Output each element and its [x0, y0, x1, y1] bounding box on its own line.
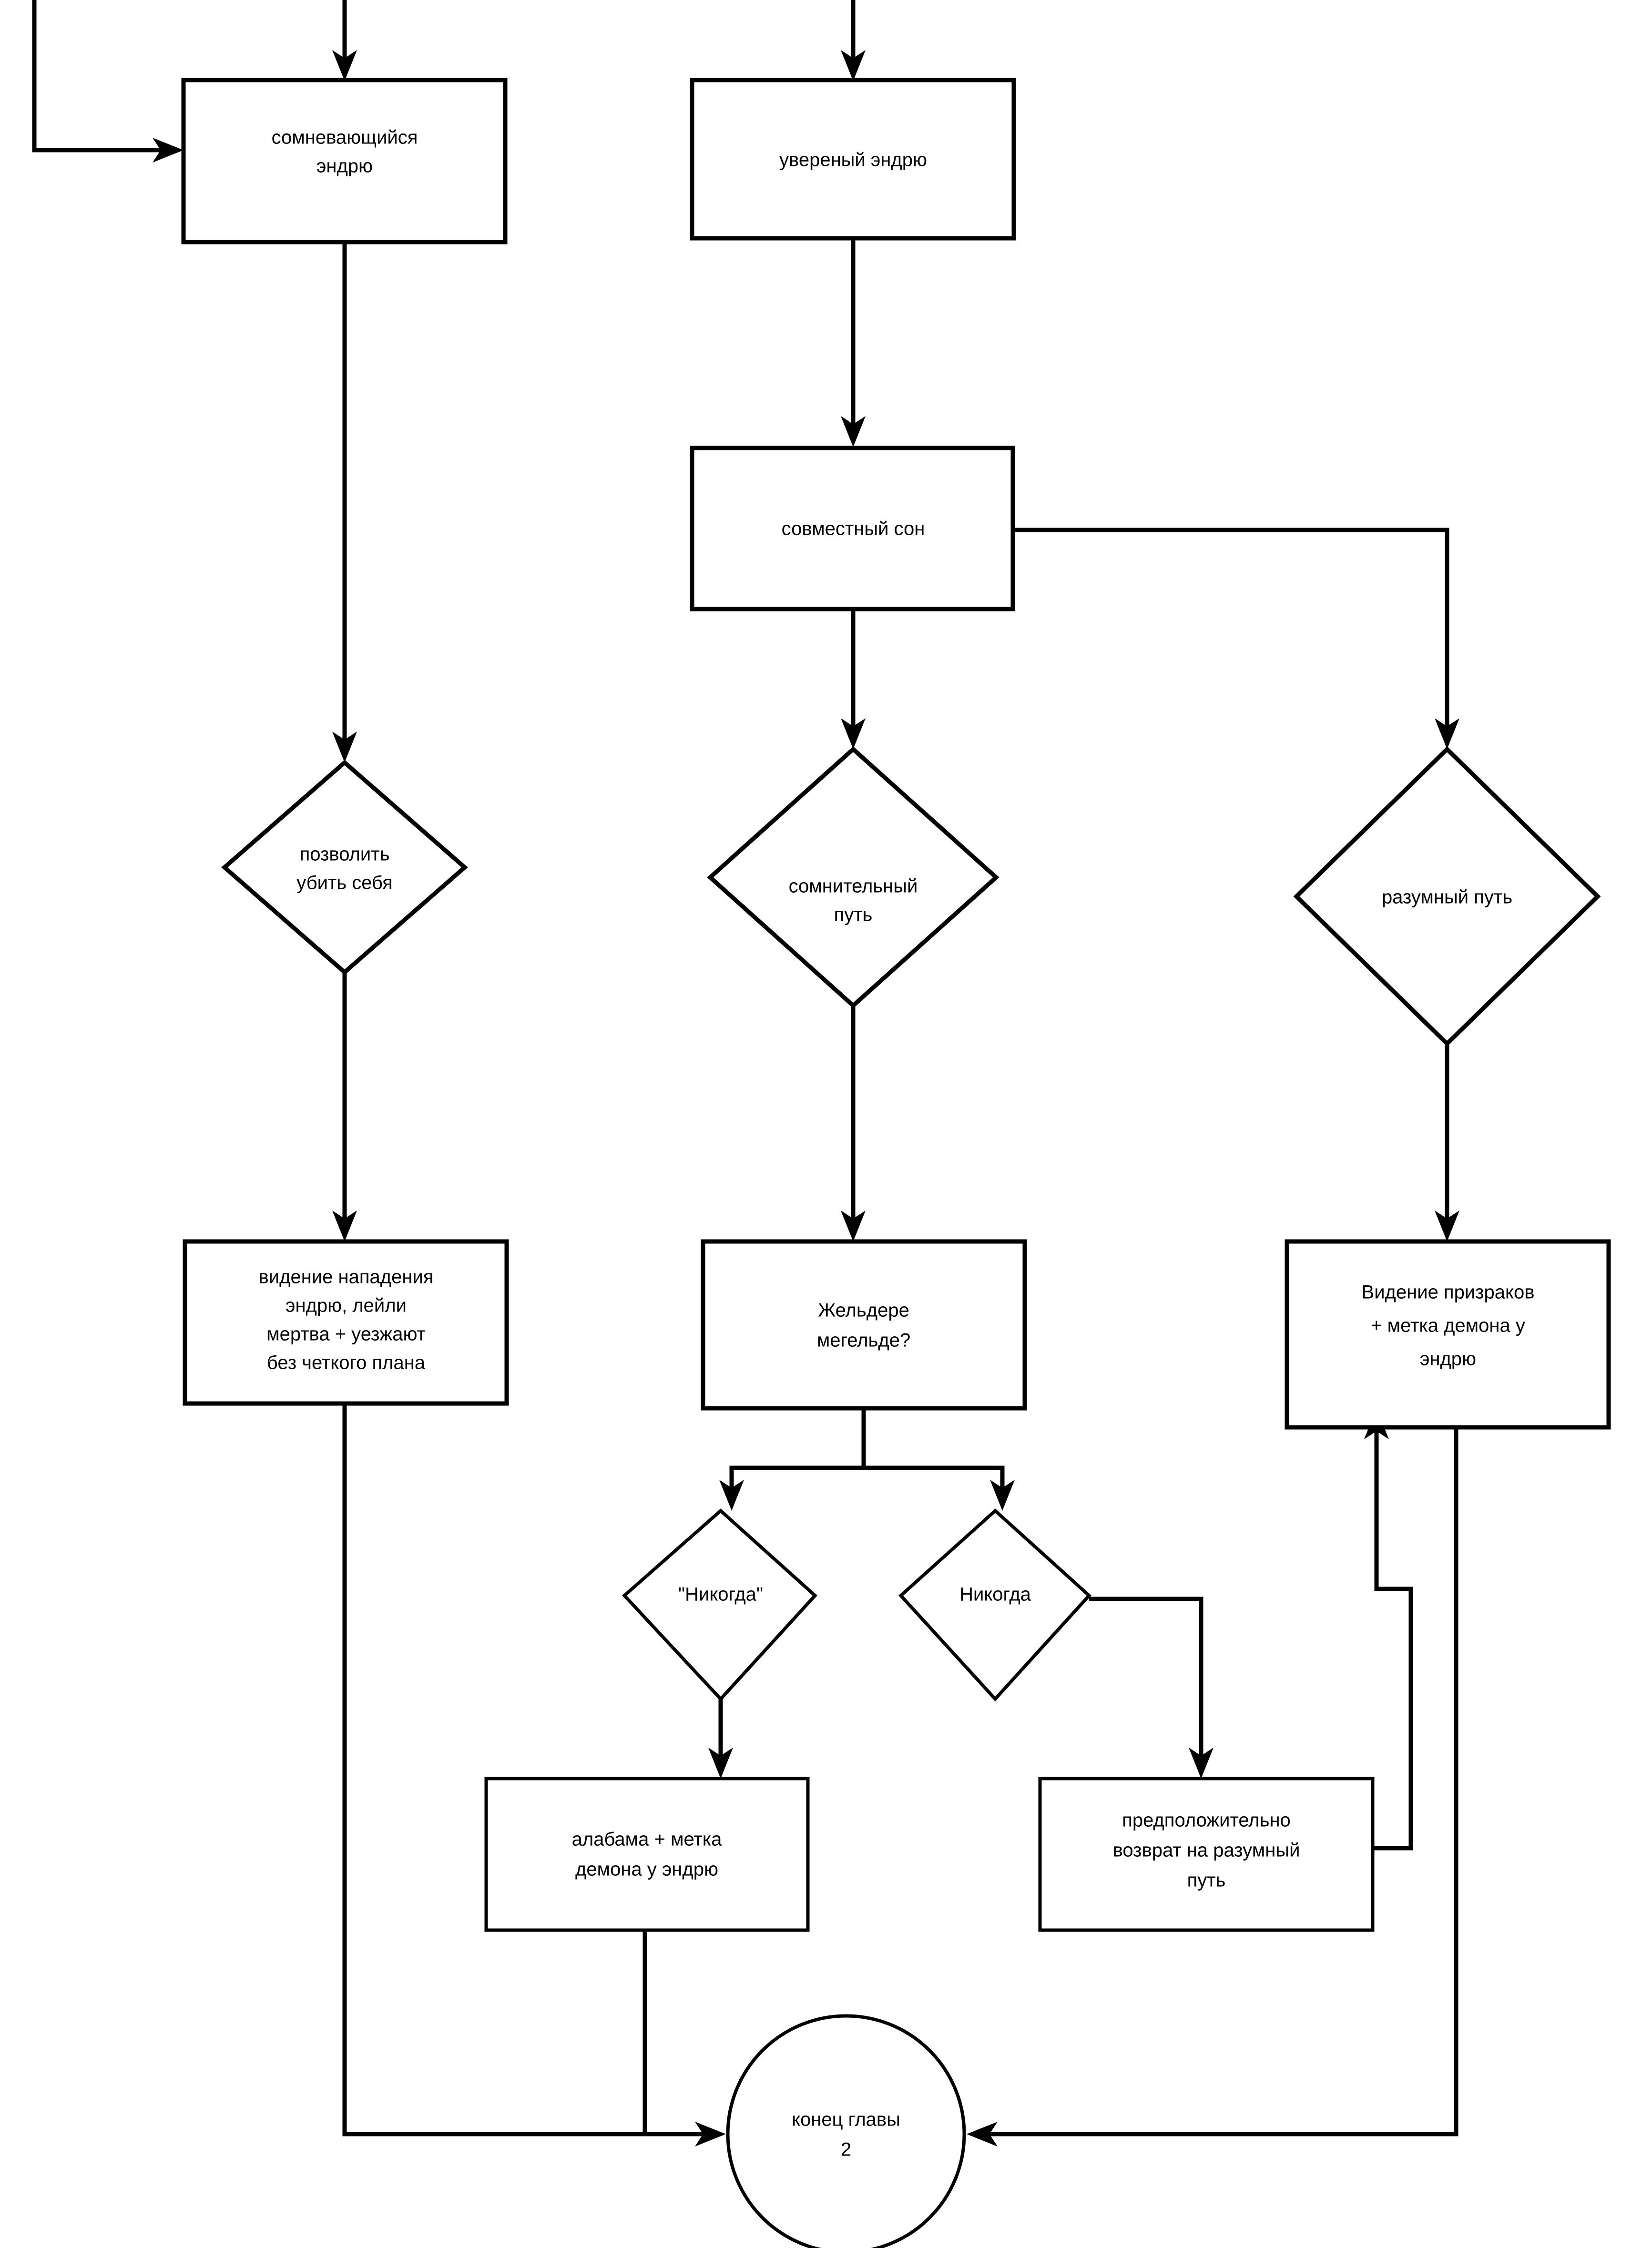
arrowhead-zheldere-to-never-plain: [990, 1480, 1015, 1511]
node-label-line: Видение призраков: [1362, 1282, 1535, 1303]
arrowhead-shared-dream-to-doubtful-path: [841, 718, 866, 749]
node-chapter-end[interactable]: конец главы 2: [726, 2014, 966, 2248]
edge-never-plain-to-presumed-return: [1089, 1597, 1203, 1760]
arrowhead-doubting-andrew-to-allow-kill-self: [332, 732, 357, 763]
node-label-line: Жельдере: [818, 1300, 909, 1321]
node-never-quoted[interactable]: "Никогда": [622, 1508, 817, 1702]
node-shape-process: [1285, 1239, 1611, 1430]
node-label-line: сомневающийся: [272, 127, 418, 148]
node-vision-ghosts[interactable]: Видение призраков + метка демона у эндрю: [1285, 1239, 1611, 1430]
node-confident-andrew[interactable]: увереный эндрю: [690, 78, 1016, 241]
node-shape-terminator-circle: [726, 2014, 966, 2248]
arrowhead-external-top-to-confident-andrew: [841, 50, 866, 81]
node-label-line: алабама + метка: [572, 1829, 723, 1850]
node-shape-process: [690, 78, 1016, 241]
node-shape-process: [690, 446, 1015, 611]
edge-layer: [32, 0, 1459, 2146]
node-shape-decision: [898, 1508, 1091, 1702]
node-label-line: мегельде?: [817, 1330, 910, 1351]
node-shape-process: [181, 78, 508, 244]
node-label-line: предположительно: [1122, 1810, 1291, 1831]
node-shape-decision: [707, 746, 999, 1009]
edge-external-left-loop-to-doubting-andrew: [32, 0, 166, 153]
node-shape-process: [183, 1239, 509, 1406]
node-presumed-return[interactable]: предположительно возврат на разумный пут…: [1038, 1777, 1375, 1932]
arrowhead-never-quoted-to-alabama-mark: [708, 1748, 733, 1779]
node-reasonable-path[interactable]: разумный путь: [1293, 746, 1601, 1047]
node-never-plain[interactable]: Никогда: [898, 1508, 1091, 1702]
node-label-line: совместный сон: [782, 519, 925, 539]
node-label-line: сомнительный: [789, 876, 918, 897]
node-label-line: эндрю: [316, 156, 373, 177]
node-label-line: "Никогда": [678, 1584, 763, 1605]
arrowhead-never-plain-to-presumed-return: [1189, 1748, 1214, 1779]
edge-zheldere-to-never-plain: [864, 1465, 1005, 1491]
node-shape-process: [484, 1777, 810, 1932]
node-label-line: демона у эндрю: [575, 1859, 718, 1880]
node-label-line: путь: [834, 905, 873, 926]
arrowhead-reasonable-path-to-vision-ghosts: [1435, 1210, 1459, 1241]
edge-vision-attack-to-chapter-end: [342, 1404, 707, 2136]
edge-vision-ghosts-to-chapter-end: [986, 1427, 1458, 2136]
node-label-line: видение нападения: [259, 1267, 434, 1288]
node-label-line: мертва + уезжают: [266, 1324, 426, 1345]
edge-zheldere-to-never-quoted: [729, 1408, 866, 1491]
edge-shared-dream-to-reasonable-path: [1013, 528, 1449, 730]
arrowhead-doubtful-path-to-zheldere: [841, 1210, 866, 1241]
node-shape-process: [701, 1239, 1027, 1411]
arrowhead-zheldere-to-never-quoted: [719, 1480, 744, 1511]
arrowhead-vision-attack-to-chapter-end: [695, 2122, 726, 2146]
node-label-line: убить себя: [296, 873, 392, 894]
arrowhead-confident-andrew-to-shared-dream: [841, 416, 866, 447]
arrowhead-vision-ghosts-to-chapter-end: [967, 2122, 998, 2146]
node-shape-process: [1038, 1777, 1375, 1932]
arrowhead-external-left-loop-to-doubting-andrew: [153, 138, 184, 163]
node-shape-decision: [622, 1508, 817, 1702]
node-label-line: разумный путь: [1382, 887, 1512, 908]
node-zheldere[interactable]: Жельдере мегельде?: [701, 1239, 1027, 1411]
edge-presumed-return-to-vision-ghosts: [1373, 1427, 1413, 1851]
node-label-line: 2: [841, 2139, 851, 2160]
arrowhead-external-top-to-doubting-andrew: [332, 50, 357, 81]
arrowhead-allow-kill-self-to-vision-attack: [332, 1210, 357, 1241]
node-layer: сомневающийся эндрю увереный эндрю совме…: [181, 78, 1611, 2248]
node-label-line: эндрю: [1420, 1349, 1476, 1370]
node-label-line: без четкого плана: [267, 1353, 426, 1373]
node-label-line: конец главы: [792, 2109, 900, 2130]
node-shape-decision: [1293, 746, 1601, 1047]
node-label-line: путь: [1187, 1870, 1226, 1891]
node-allow-kill-self[interactable]: позволить убить себя: [221, 760, 468, 975]
arrowhead-shared-dream-to-reasonable-path: [1435, 718, 1459, 749]
node-vision-attack[interactable]: видение нападения эндрю, лейли мертва + …: [183, 1239, 509, 1406]
node-doubtful-path[interactable]: сомнительный путь: [707, 746, 999, 1009]
node-shared-dream[interactable]: совместный сон: [690, 446, 1015, 611]
node-label-line: + метка демона у: [1371, 1315, 1525, 1336]
node-label-line: увереный эндрю: [779, 150, 927, 171]
node-label-line: Никогда: [959, 1584, 1031, 1605]
node-label-line: эндрю, лейли: [286, 1295, 407, 1316]
node-alabama-mark[interactable]: алабама + метка демона у эндрю: [484, 1777, 810, 1932]
node-doubting-andrew[interactable]: сомневающийся эндрю: [181, 78, 508, 244]
node-shape-decision: [221, 760, 468, 975]
node-label-line: позволить: [300, 844, 390, 865]
node-label-line: возврат на разумный: [1113, 1840, 1300, 1861]
